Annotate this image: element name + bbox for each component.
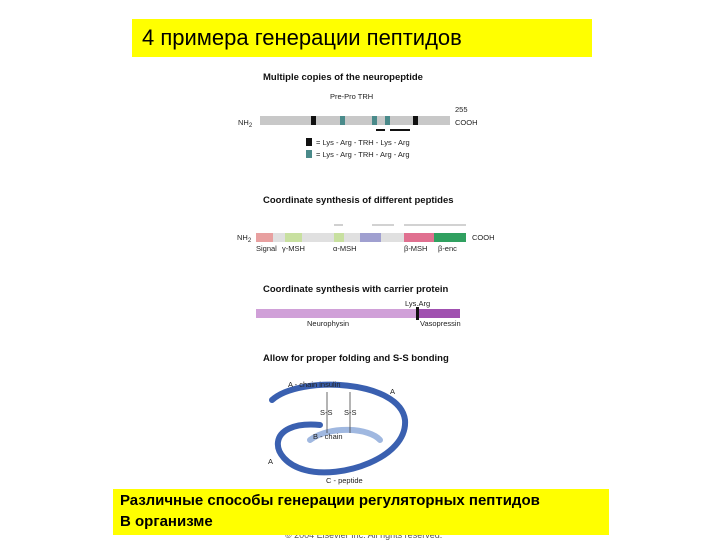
- section2-cooh: COOH: [472, 233, 495, 242]
- ss-label-2: S-S: [344, 408, 357, 417]
- beta-msh-label: β-MSH: [404, 244, 427, 253]
- alpha-msh-segment-b: [360, 233, 381, 242]
- section2-heading: Coordinate synthesis of different peptid…: [263, 195, 454, 206]
- lys-arg-label: Lys.Arg: [405, 299, 430, 308]
- signal-label: Signal: [256, 244, 277, 253]
- section1-end-number: 255: [455, 105, 468, 114]
- alpha-msh-segment-a: [334, 233, 344, 242]
- prepro-trh-bar: [260, 116, 450, 125]
- gamma-msh-segment: [285, 233, 302, 242]
- signal-segment: [256, 233, 273, 242]
- chain-label-a2: A: [268, 457, 273, 466]
- insulin-outer-chain: [269, 381, 409, 476]
- a-chain-label: A - chain insulin: [288, 380, 341, 389]
- slide-title: 4 примера генерации пептидов: [142, 25, 462, 50]
- caption-line-2: В организме: [120, 513, 213, 530]
- caption-line-1: Различные способы генерации регуляторных…: [120, 492, 540, 509]
- legend2-text: = Lys - Arg - TRH - Arg - Arg: [316, 150, 410, 159]
- prepro-trh-label: Pre-Pro TRH: [330, 92, 373, 101]
- vasopressin-segment: [418, 309, 460, 318]
- alpha-msh-label: α-MSH: [333, 244, 357, 253]
- beta-enc-label: β-enc: [438, 244, 457, 253]
- legend1-swatch: [306, 138, 312, 146]
- trh-marker-4: [385, 116, 390, 125]
- section1-heading: Multiple copies of the neuropeptide: [263, 72, 423, 83]
- c-peptide-label: C - peptide: [326, 476, 363, 485]
- copyright-notice: © 2004 Elsevier Inc. All rights reserved…: [285, 530, 443, 540]
- gamma-msh-label: γ-MSH: [282, 244, 305, 253]
- neurophysin-segment: [256, 309, 418, 318]
- section3-heading: Coordinate synthesis with carrier protei…: [263, 284, 448, 295]
- section1-nh2: NH2: [238, 118, 253, 129]
- caption-box: Различные способы генерации регуляторных…: [113, 489, 609, 535]
- b-chain-label: B - chain: [313, 432, 343, 441]
- trh-marker-1: [311, 116, 316, 125]
- trh-marker-5: [413, 116, 418, 125]
- beta-enc-segment: [434, 233, 466, 242]
- legend1-text: = Lys - Arg - TRH - Lys - Arg: [316, 138, 410, 147]
- slide-title-box: 4 примера генерации пептидов: [132, 19, 592, 57]
- section4-heading: Allow for proper folding and S-S bonding: [263, 353, 449, 364]
- lys-arg-site: [416, 307, 419, 320]
- trh-marker-3: [372, 116, 377, 125]
- section1-cooh: COOH: [455, 118, 478, 127]
- ss-label-1: S-S: [320, 408, 333, 417]
- chain-label-a1: A: [390, 387, 395, 396]
- vasopressin-label: Vasopressin: [420, 319, 461, 328]
- trh-marker-2: [340, 116, 345, 125]
- neurophysin-label: Neurophysin: [307, 319, 349, 328]
- legend2-swatch: [306, 150, 312, 158]
- b-chain-segment: [307, 426, 383, 443]
- beta-msh-segment: [404, 233, 434, 242]
- section2-nh2: NH2: [237, 233, 252, 244]
